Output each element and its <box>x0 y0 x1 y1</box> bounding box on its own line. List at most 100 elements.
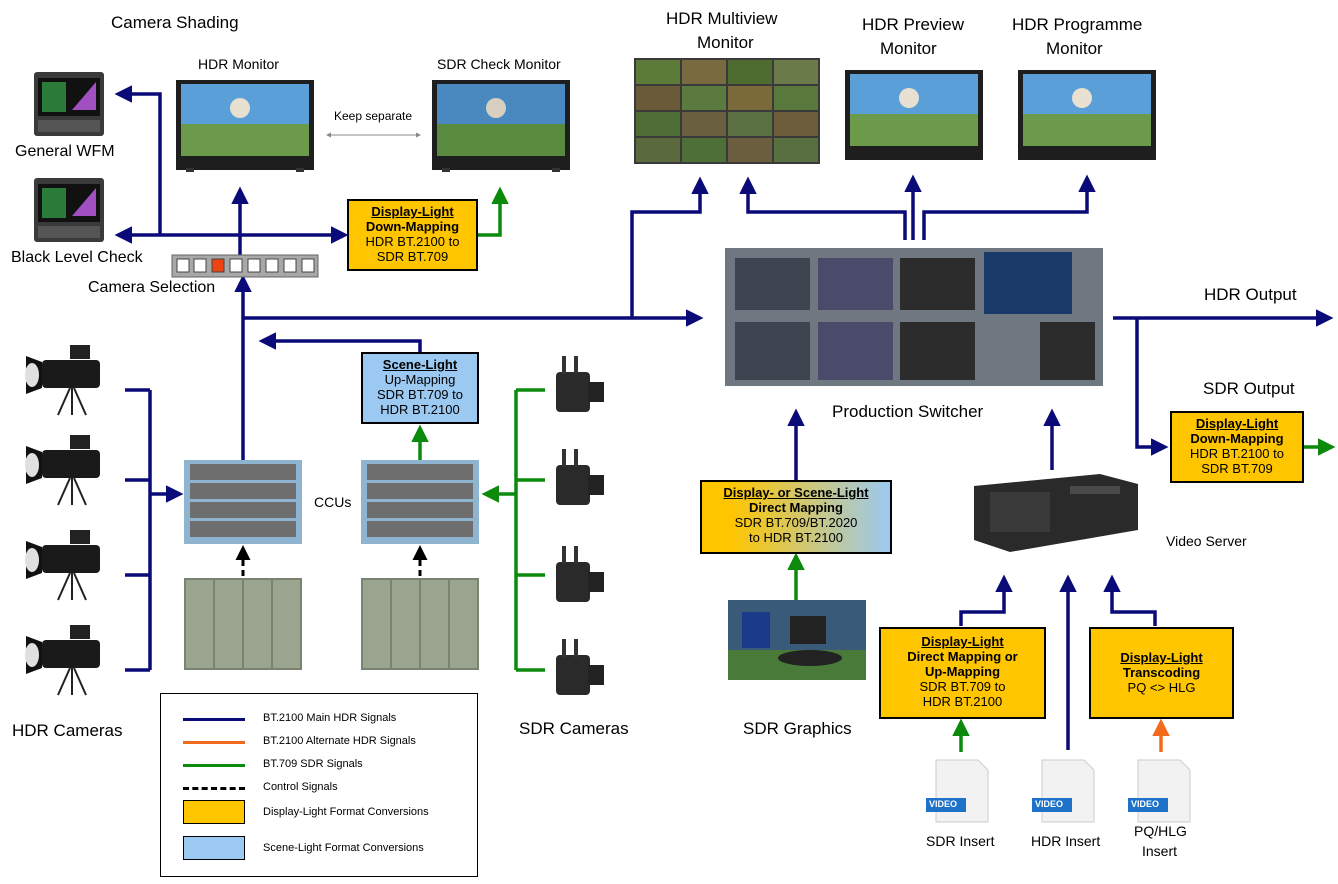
hdr-camera-3 <box>25 530 100 601</box>
hdr-output-label: HDR Output <box>1204 285 1297 304</box>
remote-control-panels-sdr <box>361 578 479 670</box>
general-wfm-label: General WFM <box>15 143 115 160</box>
legend: BT.2100 Main HDR Signals BT.2100 Alterna… <box>160 693 478 877</box>
legend-label: Scene-Light Format Conversions <box>263 842 424 854</box>
camera-shading-label: Camera Shading <box>111 13 239 32</box>
box-title: Display-Light <box>1195 416 1279 431</box>
output-down-mapping-box: Display-Light Down-Mapping HDR BT.2100 t… <box>1170 411 1304 483</box>
sdr-camera-1 <box>556 356 604 412</box>
hdr-preview-label-2: Monitor <box>880 39 937 58</box>
legend-label: BT.709 SDR Signals <box>263 758 363 770</box>
hdr-camera-4 <box>25 625 100 696</box>
ccus-label: CCUs <box>314 494 352 510</box>
sdr-camera-4 <box>556 639 604 695</box>
box-title: Scene-Light <box>382 357 458 372</box>
box-line: PQ <> HLG <box>1127 680 1196 695</box>
sdr-graphics-label: SDR Graphics <box>743 719 852 738</box>
legend-swatch <box>183 836 245 860</box>
shading-down-mapping-box: Display-Light Down-Mapping HDR BT.2100 t… <box>347 199 478 271</box>
sdr-insert-file-icon <box>926 759 989 823</box>
box-subtitle: Down-Mapping <box>365 219 460 234</box>
graphics-direct-mapping-box: Display- or Scene-Light Direct Mapping S… <box>700 480 892 554</box>
legend-swatch <box>183 800 245 824</box>
keep-separate-label: Keep separate <box>334 109 413 123</box>
sdr-insert-video-tag: VIDEO <box>929 799 958 809</box>
camera-selection-label: Camera Selection <box>88 279 216 296</box>
hdr-programme-label-1: HDR Programme <box>1012 15 1143 34</box>
box-line: HDR BT.2100 <box>922 694 1003 709</box>
legend-swatch <box>183 764 245 767</box>
transcoding-box: Display-Light Transcoding PQ <> HLG <box>1089 627 1234 719</box>
box-line: SDR BT.709 to <box>919 679 1006 694</box>
sdr-camera-2 <box>556 449 604 505</box>
legend-label: BT.2100 Main HDR Signals <box>263 712 397 724</box>
sdr-camera-3 <box>556 546 604 602</box>
production-switcher-panel <box>725 248 1103 386</box>
box-line: SDR BT.709 to <box>377 387 463 402</box>
box-title: Display-Light <box>1120 650 1203 665</box>
hdr-cameras-label: HDR Cameras <box>12 721 123 740</box>
hdr-monitor <box>176 80 314 172</box>
legend-label: BT.2100 Alternate HDR Signals <box>263 735 416 747</box>
insert-direct-or-up-mapping-box: Display-Light Direct Mapping or Up-Mappi… <box>879 627 1046 719</box>
box-subtitle: Direct Mapping <box>749 500 843 515</box>
sdr-graphics-image <box>728 600 866 680</box>
video-server <box>974 474 1138 552</box>
box-subtitle: Direct Mapping or <box>907 649 1018 664</box>
scene-up-mapping-box: Scene-Light Up-Mapping SDR BT.709 to HDR… <box>361 352 479 424</box>
control-signal-lines <box>235 545 428 576</box>
box-subtitle-2: Up-Mapping <box>924 664 1001 679</box>
sdr-signal-lines <box>411 186 1336 752</box>
box-subtitle: Down-Mapping <box>1190 431 1284 446</box>
hdr-multiview-label-1: HDR Multiview <box>666 9 778 28</box>
box-line: HDR BT.2100 <box>380 402 460 417</box>
hdr-insert-label: HDR Insert <box>1031 833 1101 849</box>
sdr-check-monitor-label: SDR Check Monitor <box>437 56 561 72</box>
legend-label: Control Signals <box>263 781 338 793</box>
video-server-label: Video Server <box>1166 533 1247 549</box>
ccu-rack-sdr <box>361 460 479 544</box>
sdr-output-label: SDR Output <box>1203 379 1295 398</box>
hdr-programme-monitor <box>1018 70 1156 160</box>
sdr-check-monitor <box>432 80 570 172</box>
pqhlg-insert-video-tag: VIDEO <box>1131 799 1160 809</box>
legend-swatch <box>183 787 245 790</box>
box-subtitle: Up-Mapping <box>384 372 456 387</box>
box-line: SDR BT.709 <box>376 249 449 264</box>
legend-label: Display-Light Format Conversions <box>263 806 429 818</box>
pqhlg-insert-label-2: Insert <box>1142 843 1178 859</box>
black-level-check-label: Black Level Check <box>11 249 143 266</box>
hdr-preview-monitor <box>845 70 983 160</box>
pqhlg-insert-file-icon <box>1128 759 1191 823</box>
hdr-insert-file-icon <box>1032 759 1095 823</box>
hdr-monitor-label: HDR Monitor <box>198 56 279 72</box>
box-title: Display-Light <box>921 634 1004 649</box>
box-line: SDR BT.709 <box>1201 461 1273 476</box>
hdr-multiview-label-2: Monitor <box>697 33 754 52</box>
sdr-cameras-label: SDR Cameras <box>519 719 629 738</box>
ccu-rack-hdr <box>184 460 302 544</box>
box-line: HDR BT.2100 to <box>365 234 460 249</box>
hdr-multiview-monitor <box>634 58 820 164</box>
hdr-camera-1 <box>25 345 100 416</box>
box-line: to HDR BT.2100 <box>749 530 843 545</box>
box-title: Display-Light <box>371 204 454 219</box>
hdr-insert-video-tag: VIDEO <box>1035 799 1064 809</box>
hdr-preview-label-1: HDR Preview <box>862 15 965 34</box>
box-subtitle: Transcoding <box>1122 665 1201 680</box>
production-switcher-label: Production Switcher <box>832 402 984 421</box>
general-wfm-device <box>34 72 104 136</box>
hdr-camera-2 <box>25 435 100 506</box>
box-line: HDR BT.2100 to <box>1190 446 1284 461</box>
box-line: SDR BT.709/BT.2020 <box>734 515 858 530</box>
legend-swatch <box>183 741 245 744</box>
hdr-programme-label-2: Monitor <box>1046 39 1103 58</box>
hdr-main-signal-lines <box>114 85 1334 750</box>
legend-swatch <box>183 718 245 721</box>
camera-selection-panel <box>171 254 319 278</box>
box-title: Display- or Scene-Light <box>723 485 869 500</box>
sdr-insert-label: SDR Insert <box>926 833 995 849</box>
remote-control-panels-hdr <box>184 578 302 670</box>
pqhlg-insert-label-1: PQ/HLG <box>1134 823 1187 839</box>
